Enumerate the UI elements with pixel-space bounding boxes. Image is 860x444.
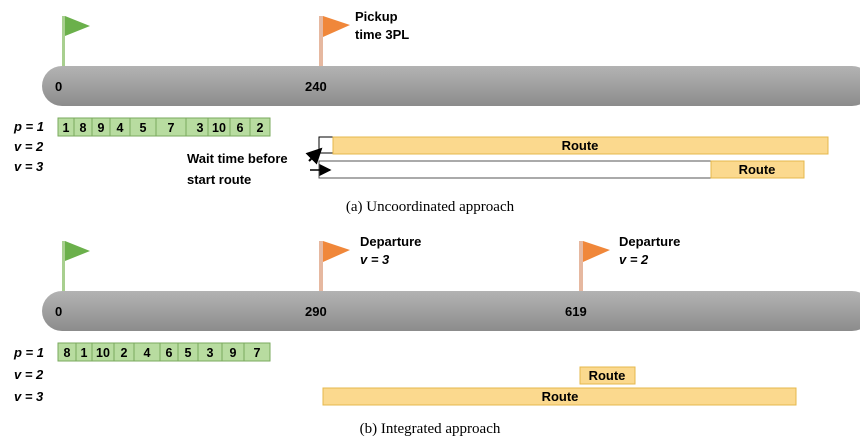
row-label-p1: p = 1 <box>13 345 44 360</box>
sequence-value: 5 <box>140 121 147 135</box>
sequence-value: 1 <box>81 346 88 360</box>
row-label-v2: v = 2 <box>14 367 44 382</box>
start-flag-icon <box>62 241 90 292</box>
sequence-value: 10 <box>96 346 110 360</box>
caption-a: (a) Uncoordinated approach <box>346 199 515 215</box>
route-label: Route <box>739 162 776 177</box>
route-bar-v3 <box>322 387 797 406</box>
wait-time-box <box>318 136 334 154</box>
sequence-value: 7 <box>168 121 175 135</box>
caption-b: (b) Integrated approach <box>360 421 501 437</box>
sequence-value: 2 <box>257 121 264 135</box>
departure-flag-icon <box>319 241 350 292</box>
flag-label-line1: Pickup <box>355 9 398 24</box>
route-bar-v2 <box>332 136 829 155</box>
sequence-value: 6 <box>237 121 244 135</box>
sequence-value: 6 <box>166 346 173 360</box>
sequence-value: 7 <box>254 346 261 360</box>
sequence-value: 8 <box>80 121 87 135</box>
sequence-a: 1 8 9 4 5 7 3 10 6 2 <box>57 117 271 137</box>
sequence-value: 1 <box>63 121 70 135</box>
departure-flag-icon <box>579 241 610 292</box>
annotation-line2: start route <box>187 172 251 187</box>
tick-label-240: 240 <box>305 79 327 94</box>
sequence-value: 5 <box>185 346 192 360</box>
tick-label-290: 290 <box>305 304 327 319</box>
flag-subtitle: v = 2 <box>619 252 649 267</box>
sequence-value: 8 <box>64 346 71 360</box>
row-label-v3: v = 3 <box>14 389 44 404</box>
sequence-value: 9 <box>98 121 105 135</box>
flag-title: Departure <box>619 234 680 249</box>
sequence-value: 3 <box>197 121 204 135</box>
sequence-b: 8 1 10 2 4 6 5 3 9 7 <box>57 342 271 362</box>
sequence-value: 4 <box>144 346 151 360</box>
row-label-v2: v = 2 <box>14 139 44 154</box>
flag-title: Departure <box>360 234 421 249</box>
sequence-cell <box>243 342 271 362</box>
sequence-value: 3 <box>207 346 214 360</box>
sequence-cell <box>249 117 271 137</box>
sequence-value: 10 <box>212 121 226 135</box>
row-label-p1: p = 1 <box>13 119 44 134</box>
annotation-line1: Wait time before <box>187 151 288 166</box>
pickup-flag-icon <box>319 16 350 66</box>
annotation-arrow <box>305 147 323 165</box>
tick-label-619: 619 <box>565 304 587 319</box>
panel-b: Departure v = 3 Departure v = 2 0 290 61… <box>13 234 860 437</box>
sequence-value: 2 <box>121 346 128 360</box>
wait-time-bar-v3 <box>318 160 712 179</box>
tick-label-0: 0 <box>55 79 62 94</box>
route-label: Route <box>589 368 626 383</box>
tick-label-0: 0 <box>55 304 62 319</box>
panel-a: Pickup time 3PL 0 240 p = 1 v = 2 v = 3 … <box>13 9 860 215</box>
flag-label-line2: time 3PL <box>355 27 409 42</box>
timeline-bar <box>42 291 860 331</box>
start-flag-icon <box>62 16 90 66</box>
route-label: Route <box>562 138 599 153</box>
flag-subtitle: v = 3 <box>360 252 390 267</box>
route-bar-v2 <box>579 366 636 385</box>
route-bar-v3 <box>710 160 805 179</box>
sequence-value: 9 <box>230 346 237 360</box>
route-label: Route <box>542 389 579 404</box>
timeline-bar <box>42 66 860 106</box>
row-label-v3: v = 3 <box>14 159 44 174</box>
sequence-value: 4 <box>117 121 124 135</box>
